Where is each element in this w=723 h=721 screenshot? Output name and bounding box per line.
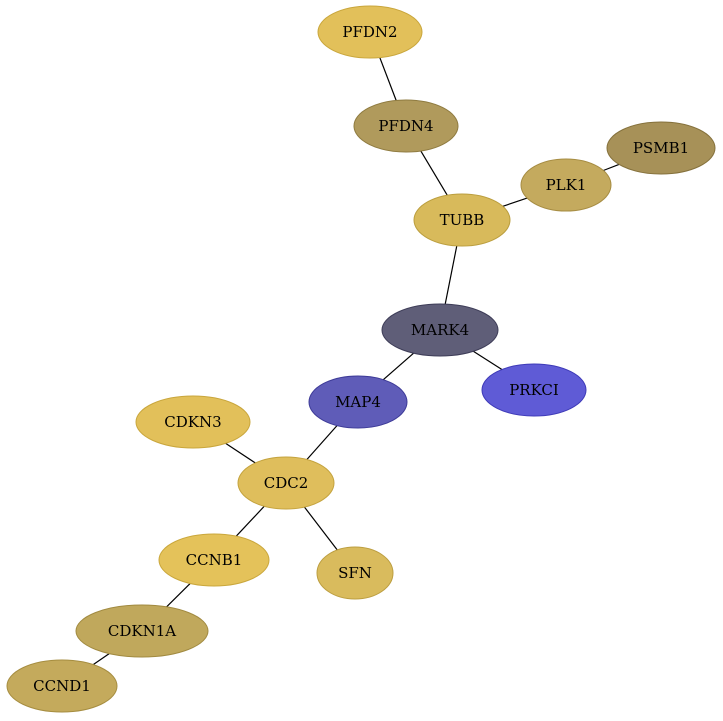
node-label-map4: MAP4 [335, 393, 381, 411]
edge-plk1-psmb1 [603, 163, 620, 172]
edge-cdkn1a-ccnd1 [92, 653, 110, 666]
node-label-pfdn2: PFDN2 [342, 23, 397, 41]
node-tubb[interactable]: TUBB [413, 193, 511, 247]
node-prkci[interactable]: PRKCI [481, 363, 587, 417]
edge-ccnb1-cdkn1a [166, 582, 191, 608]
node-shape-mark4[interactable] [381, 303, 499, 357]
node-ccnd1[interactable]: CCND1 [6, 659, 118, 713]
node-cdkn1a[interactable]: CDKN1A [75, 604, 209, 658]
node-shape-pfdn2[interactable] [317, 5, 423, 59]
node-shape-psmb1[interactable] [606, 121, 716, 175]
edge-tubb-mark4 [444, 245, 458, 305]
node-label-psmb1: PSMB1 [633, 139, 689, 157]
node-shape-tubb[interactable] [413, 193, 511, 247]
node-label-plk1: PLK1 [546, 176, 587, 194]
node-label-tubb: TUBB [440, 211, 485, 229]
node-sfn[interactable]: SFN [316, 546, 394, 600]
edge-map4-cdc2 [306, 425, 338, 460]
node-shape-cdkn3[interactable] [135, 395, 251, 449]
edge-mark4-map4 [382, 352, 414, 381]
node-shape-prkci[interactable] [481, 363, 587, 417]
node-label-pfdn4: PFDN4 [378, 117, 433, 135]
node-shape-cdkn1a[interactable] [75, 604, 209, 658]
node-pfdn2[interactable]: PFDN2 [317, 5, 423, 59]
node-label-ccnb1: CCNB1 [186, 551, 243, 569]
node-label-cdkn1a: CDKN1A [108, 622, 176, 640]
edge-pfdn4-tubb [420, 150, 448, 196]
edge-tubb-plk1 [502, 197, 528, 207]
node-label-cdkn3: CDKN3 [164, 413, 221, 431]
edge-layer [92, 57, 620, 666]
edge-cdc2-sfn [303, 506, 338, 551]
node-psmb1[interactable]: PSMB1 [606, 121, 716, 175]
node-label-mark4: MARK4 [411, 321, 469, 339]
node-label-cdc2: CDC2 [264, 474, 309, 492]
node-shape-ccnd1[interactable] [6, 659, 118, 713]
node-mark4[interactable]: MARK4 [381, 303, 499, 357]
node-cdc2[interactable]: CDC2 [237, 456, 335, 510]
edge-cdc2-ccnb1 [235, 505, 265, 537]
edge-mark4-prkci [472, 350, 503, 371]
node-ccnb1[interactable]: CCNB1 [158, 533, 270, 587]
node-shape-map4[interactable] [308, 375, 408, 429]
node-cdkn3[interactable]: CDKN3 [135, 395, 251, 449]
edge-pfdn2-pfdn4 [379, 57, 397, 101]
node-shape-sfn[interactable] [316, 546, 394, 600]
node-map4[interactable]: MAP4 [308, 375, 408, 429]
node-label-ccnd1: CCND1 [33, 677, 91, 695]
node-shape-cdc2[interactable] [237, 456, 335, 510]
edge-cdkn3-cdc2 [225, 442, 256, 464]
node-label-prkci: PRKCI [509, 381, 559, 399]
node-shape-ccnb1[interactable] [158, 533, 270, 587]
node-shape-pfdn4[interactable] [353, 99, 459, 153]
node-shape-plk1[interactable] [520, 158, 612, 212]
node-plk1[interactable]: PLK1 [520, 158, 612, 212]
node-label-sfn: SFN [338, 564, 372, 582]
node-pfdn4[interactable]: PFDN4 [353, 99, 459, 153]
